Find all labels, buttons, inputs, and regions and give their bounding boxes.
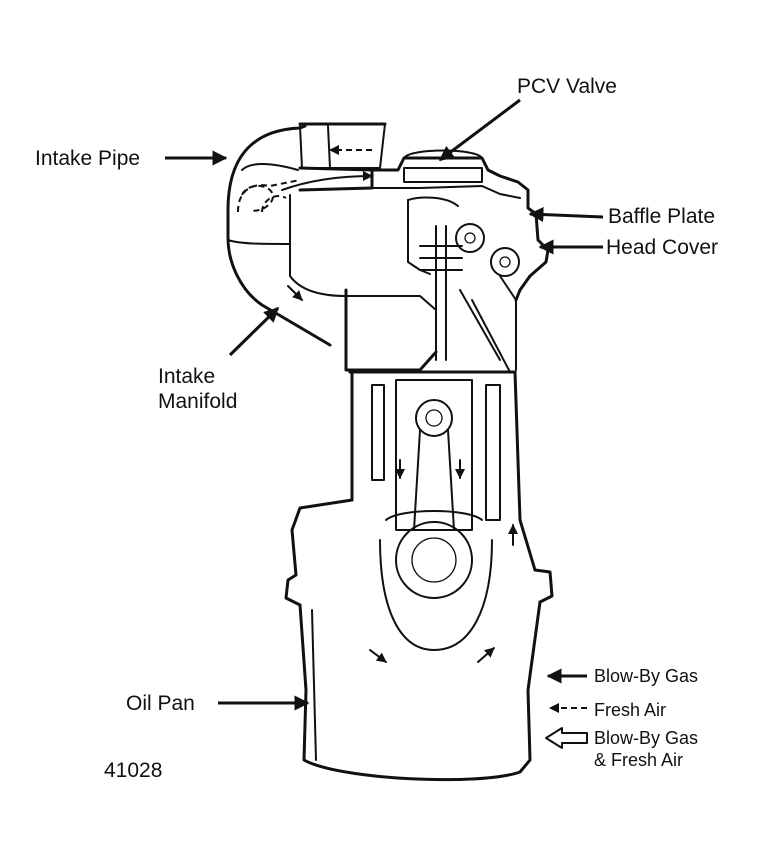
figure-id: 41028 <box>104 759 162 782</box>
head-cover-label: Head Cover <box>606 236 718 259</box>
oil-pan-label: Oil Pan <box>126 692 195 715</box>
legend: Blow-By Gas Fresh Air Blow-By Gas & Fres… <box>545 666 698 770</box>
oil-pan-outline <box>298 600 542 782</box>
legend-blow-by-fresh-text-line1: Blow-By Gas <box>594 728 698 748</box>
intake-manifold-label-line1: Intake <box>158 365 215 388</box>
legend-blow-by-gas-text: Blow-By Gas <box>594 666 698 686</box>
cylinder-head <box>289 149 550 373</box>
legend-fresh-air-text: Fresh Air <box>594 700 666 720</box>
pcv-valve-label: PCV Valve <box>517 75 617 98</box>
intake-pipe <box>226 122 387 347</box>
leader-lines <box>165 98 604 711</box>
intake-pipe-label: Intake Pipe <box>35 147 140 170</box>
engine-block <box>348 370 537 572</box>
legend-blow-by-gas: Blow-By Gas <box>546 666 698 686</box>
legend-blow-by-fresh-air: Blow-By Gas & Fresh Air <box>545 727 698 770</box>
crankcase <box>284 498 554 663</box>
intake-manifold-label-line2: Manifold <box>158 390 237 413</box>
legend-blow-by-fresh-text-line2: & Fresh Air <box>594 750 683 770</box>
baffle-plate-label: Baffle Plate <box>608 205 715 228</box>
legend-fresh-air: Fresh Air <box>549 700 666 720</box>
hollow-arrow-icon <box>545 727 588 749</box>
